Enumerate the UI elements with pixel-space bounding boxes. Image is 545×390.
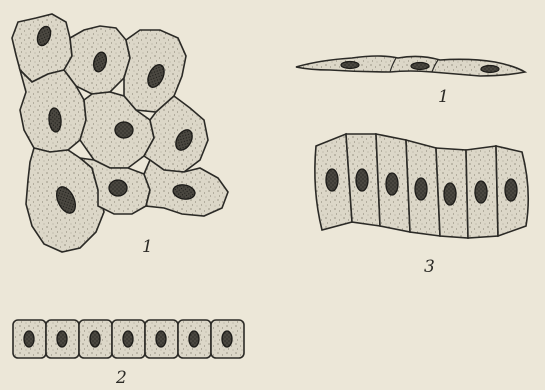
nucleus <box>123 331 133 347</box>
nucleus <box>341 62 359 69</box>
nucleus <box>481 66 499 73</box>
squamous-epithelium-side-view <box>296 56 525 76</box>
label-squamous-surface: 1 <box>142 237 153 257</box>
nucleus <box>444 183 456 205</box>
nucleus <box>505 179 517 201</box>
nucleus <box>189 331 199 347</box>
nucleus <box>411 63 429 70</box>
nucleus <box>24 331 34 347</box>
nucleus <box>386 173 398 195</box>
nucleus <box>115 122 133 138</box>
nucleus <box>415 178 427 200</box>
nucleus <box>109 180 127 196</box>
label-columnar: 3 <box>424 257 435 277</box>
nucleus <box>222 331 232 347</box>
nucleus <box>356 169 368 191</box>
label-squamous-side: 1 <box>438 87 449 107</box>
nucleus <box>156 331 166 347</box>
nucleus <box>57 331 67 347</box>
label-cuboidal: 2 <box>115 368 127 388</box>
nucleus <box>326 169 338 191</box>
nucleus <box>475 181 487 203</box>
nucleus <box>90 331 100 347</box>
